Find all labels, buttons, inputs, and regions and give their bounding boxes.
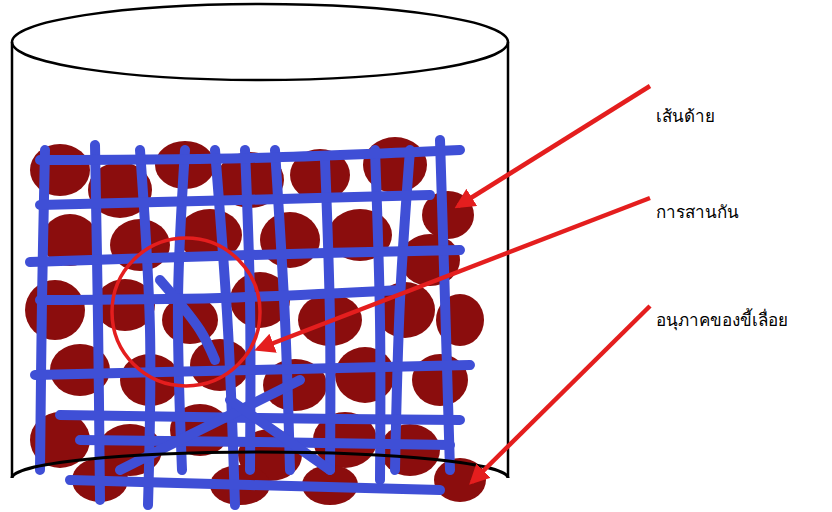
- cylinder-side: [507, 42, 510, 478]
- thread: [40, 195, 430, 205]
- thread: [40, 150, 45, 470]
- cylinder-side: [11, 42, 14, 478]
- thread: [35, 365, 470, 375]
- cylinder-top: [12, 4, 508, 80]
- sawdust-particle: [260, 212, 320, 268]
- sawdust-particle: [400, 234, 460, 286]
- thread: [70, 480, 440, 490]
- thread: [95, 145, 100, 500]
- thread-weave: [30, 140, 470, 505]
- sawdust-particles: [25, 137, 486, 505]
- part-label: เส้นด้าย: [656, 106, 715, 126]
- sawdust-particle: [30, 144, 90, 196]
- thread: [40, 150, 460, 160]
- highlight-circle: [112, 238, 260, 386]
- thread: [160, 280, 215, 360]
- cylinder-bottom: [12, 452, 508, 478]
- leader-arrow: [458, 86, 650, 206]
- thread: [230, 400, 330, 470]
- leader-arrow: [472, 306, 650, 482]
- part-label: อนุภาคของขี้เลื่อย: [656, 310, 788, 330]
- sawdust-particle: [25, 280, 85, 340]
- leader-arrow: [258, 198, 650, 349]
- thread: [30, 250, 460, 262]
- sawdust-particle: [380, 424, 440, 476]
- sawdust-particle: [335, 347, 395, 403]
- thread: [80, 440, 450, 445]
- part-label: การสานกัน: [656, 202, 739, 222]
- thread: [40, 290, 400, 300]
